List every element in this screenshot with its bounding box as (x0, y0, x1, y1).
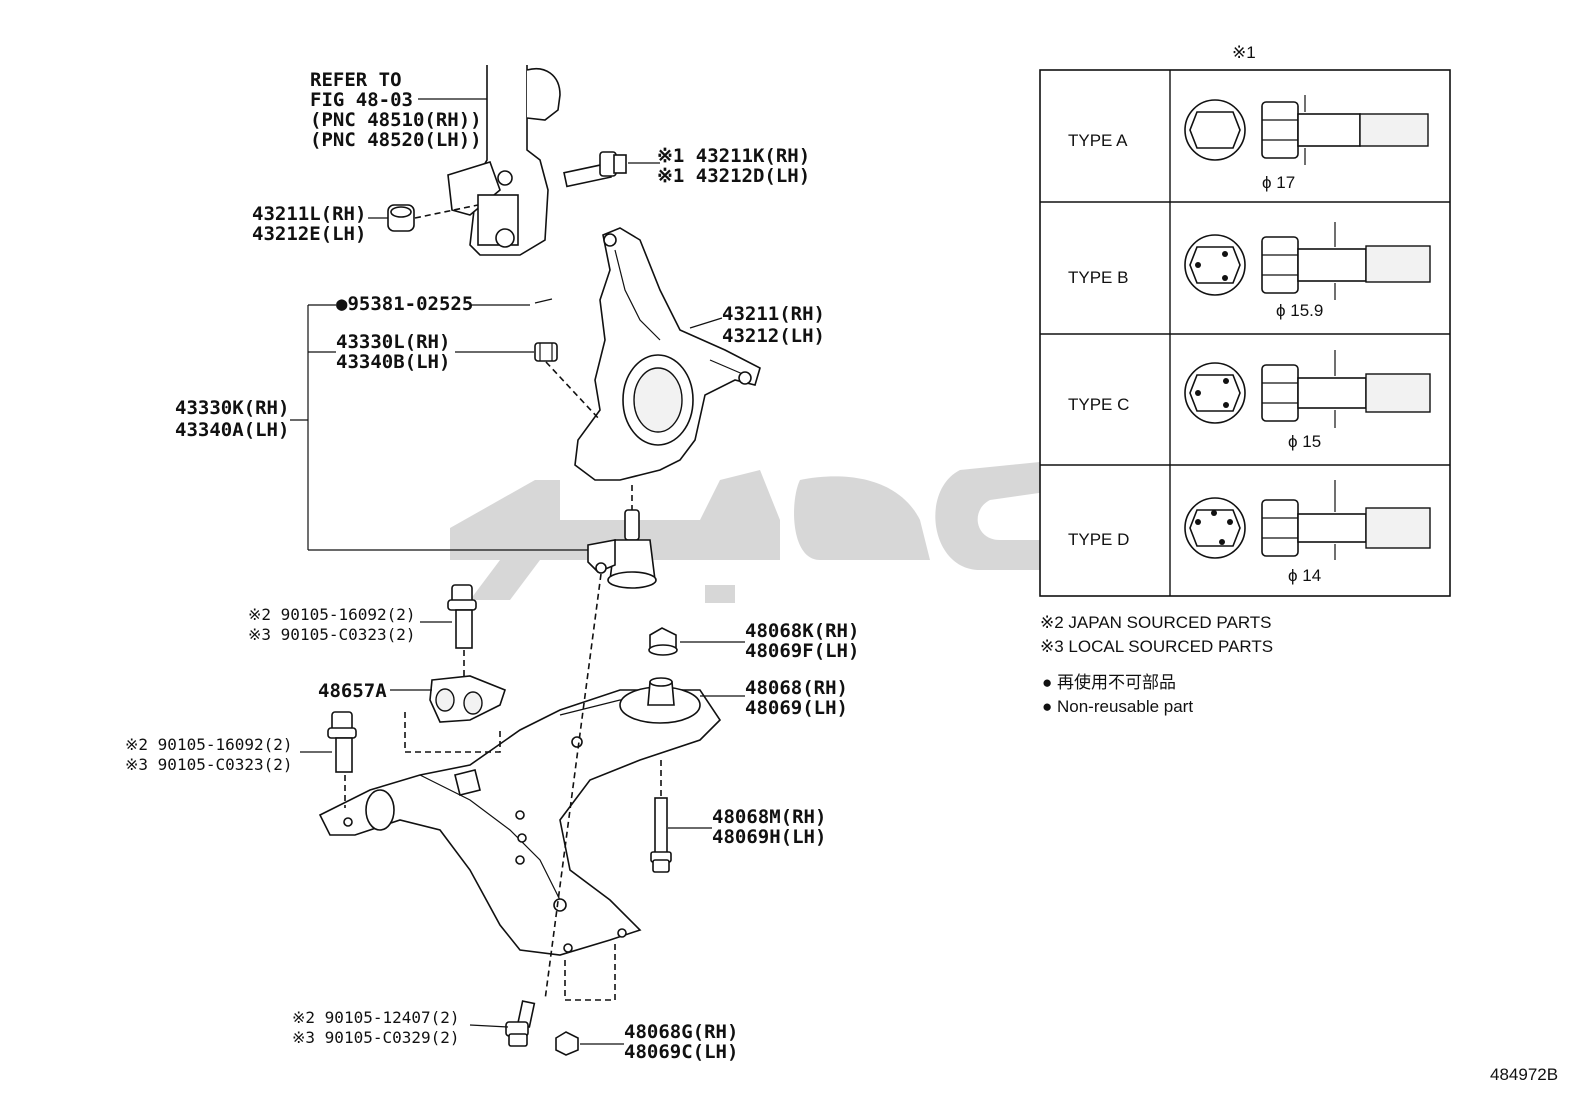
label-90105-a2: ※3 90105-C0323(2) (248, 625, 416, 644)
label-43211: 43211(RH) (722, 303, 825, 325)
label-90105-b2: ※3 90105-C0323(2) (125, 755, 293, 774)
bracket-48657A (429, 675, 506, 723)
label-43340B: 43340B(LH) (336, 351, 450, 373)
label-43330K: 43330K(RH) (175, 397, 289, 419)
strut-assembly (447, 65, 561, 256)
label-43212D: ※1 43212D(LH) (657, 165, 810, 187)
type-c-bolt-drawing (1184, 350, 1431, 428)
bolt-left (327, 711, 357, 773)
label-48657A: 48657A (318, 680, 387, 702)
label-43211K: ※1 43211K(RH) (657, 145, 810, 167)
label-43330L: 43330L(RH) (336, 331, 450, 353)
label-48069H: 48069H(LH) (712, 826, 826, 848)
note-nonreuse-en: ● Non-reusable part (1042, 697, 1193, 716)
cam-washer (387, 204, 415, 232)
refer-line3: (PNC 48510(RH)) (310, 109, 482, 131)
bolt-bottom (505, 1000, 536, 1047)
label-48068: 48068(RH) (745, 677, 848, 699)
refer-line1: REFER TO (310, 69, 402, 91)
label-48069: 48069(LH) (745, 697, 848, 719)
type-b-label: TYPE B (1068, 268, 1128, 287)
type-c-dim: ϕ 15 (1288, 432, 1321, 451)
refer-line2: FIG 48-03 (310, 89, 413, 111)
camber-bolt (563, 151, 627, 188)
label-90105-a1: ※2 90105-16092(2) (248, 605, 416, 624)
label-95381: ●95381-02525 (336, 293, 473, 315)
label-90105-b1: ※2 90105-16092(2) (125, 735, 293, 754)
label-43212E: 43212E(LH) (252, 223, 366, 245)
note-nonreuse-jp: ● 再使用不可部品 (1042, 672, 1176, 692)
label-90105-c1: ※2 90105-12407(2) (292, 1008, 460, 1027)
label-48068G: 48068G(RH) (624, 1021, 738, 1043)
label-43340A: 43340A(LH) (175, 419, 289, 441)
label-48069C: 48069C(LH) (624, 1041, 738, 1063)
note-local: ※3 LOCAL SOURCED PARTS (1040, 637, 1273, 656)
type-c-label: TYPE C (1068, 395, 1129, 414)
type-a-dim: ϕ 17 (1262, 173, 1295, 192)
table-header: ※1 (1232, 43, 1256, 62)
label-48068M: 48068M(RH) (712, 806, 826, 828)
ball-joint (587, 509, 657, 589)
watermark-logo (450, 460, 1120, 603)
type-a-bolt-drawing (1184, 95, 1429, 165)
label-48068K: 48068K(RH) (745, 620, 859, 642)
long-bolt (650, 797, 672, 873)
note-japan: ※2 JAPAN SOURCED PARTS (1040, 613, 1272, 632)
type-d-dim: ϕ 14 (1288, 566, 1321, 585)
type-b-dim: ϕ 15.9 (1276, 301, 1323, 320)
bottom-nut (555, 1031, 579, 1056)
label-48069F: 48069F(LH) (745, 640, 859, 662)
type-d-label: TYPE D (1068, 530, 1129, 549)
refer-line4: (PNC 48520(LH)) (310, 129, 482, 151)
label-43211L: 43211L(RH) (252, 203, 366, 225)
flange-nut (648, 627, 678, 656)
label-90105-c2: ※3 90105-C0329(2) (292, 1028, 460, 1047)
type-b-bolt-drawing (1184, 222, 1431, 300)
type-d-bolt-drawing (1184, 480, 1431, 560)
label-43212: 43212(LH) (722, 325, 825, 347)
castle-nut (534, 342, 558, 362)
type-a-label: TYPE A (1068, 131, 1128, 150)
figure-id: 484972B (1490, 1065, 1558, 1084)
bolt-upper (447, 584, 477, 649)
steering-knuckle (574, 227, 761, 481)
